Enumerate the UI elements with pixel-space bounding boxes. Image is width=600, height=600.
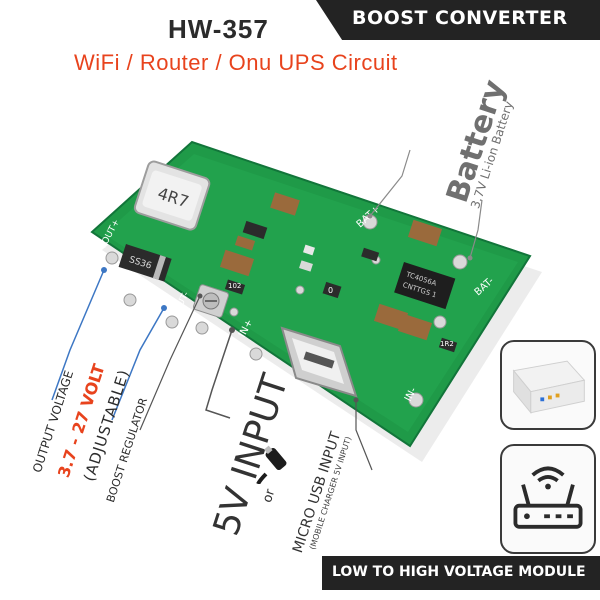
footer-banner-text: LOW TO HIGH VOLTAGE MODULE bbox=[332, 564, 586, 580]
footer-banner: LOW TO HIGH VOLTAGE MODULE bbox=[322, 556, 600, 590]
svg-text:1R2: 1R2 bbox=[440, 340, 454, 348]
ups-device-icon-frame bbox=[500, 340, 596, 430]
charger-ic: TC4056A CNTTGS 1 bbox=[394, 262, 456, 310]
inductor: 4R7 bbox=[133, 160, 211, 231]
ups-device-icon bbox=[512, 360, 586, 415]
model-number: HW-357 bbox=[168, 14, 269, 44]
potentiometer bbox=[192, 284, 230, 318]
title-banner-text: BOOST CONVERTER bbox=[352, 7, 568, 29]
svg-text:0: 0 bbox=[328, 286, 333, 295]
wifi-router-icon-frame bbox=[500, 444, 596, 554]
product-subtitle: WiFi / Router / Onu UPS Circuit bbox=[74, 50, 398, 75]
title-banner: BOOST CONVERTER bbox=[316, 0, 600, 40]
micro-usb-port bbox=[280, 326, 358, 398]
diode: SS36 bbox=[118, 244, 172, 282]
microusb-cable-icon bbox=[256, 445, 287, 484]
wifi-router-icon bbox=[513, 466, 583, 529]
svg-text:102: 102 bbox=[228, 282, 241, 290]
